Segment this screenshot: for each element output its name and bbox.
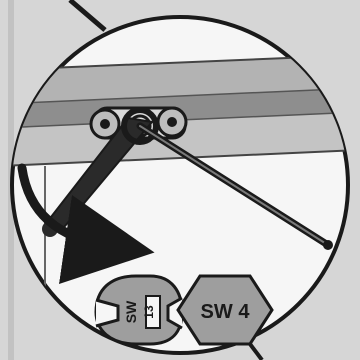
hex-socket-icon: SW 4 — [178, 276, 272, 344]
hex-key-size-label: SW 4 — [201, 301, 251, 323]
wrench-size-prefix: SW — [123, 300, 139, 323]
open-end-wrench-icon: SW 13 — [96, 276, 182, 344]
wrench-size-value: 13 — [142, 305, 156, 319]
